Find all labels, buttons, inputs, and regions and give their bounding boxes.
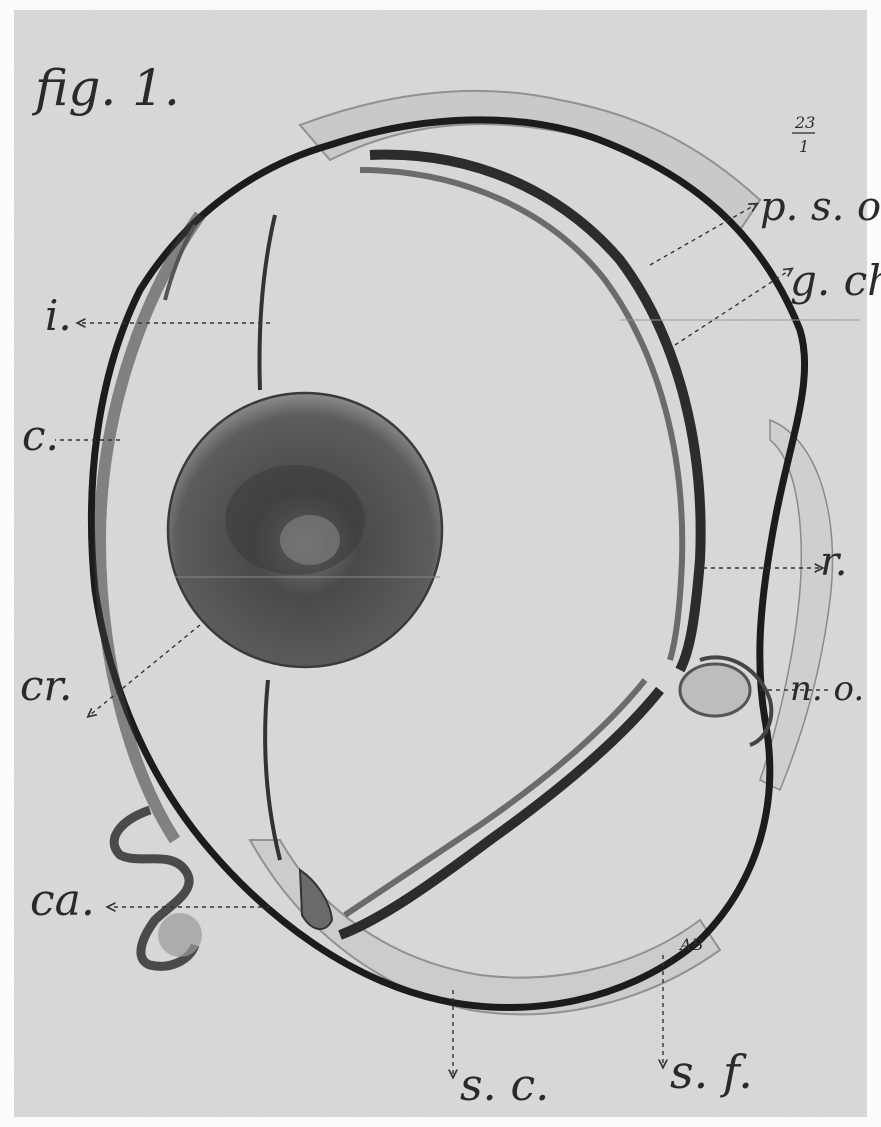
label-p-s-oc: p. s. oc. xyxy=(760,184,881,230)
label-n-o: n. o. xyxy=(790,669,864,709)
label-i: i. xyxy=(45,291,72,340)
label-g-ch: g. ch. xyxy=(790,256,881,305)
artist-monogram: AB xyxy=(678,935,704,954)
label-s-c: s. c. xyxy=(460,1060,549,1111)
scale-numerator: 23 xyxy=(794,113,815,132)
figure-title: fig. 1. xyxy=(31,59,180,117)
label-ca: ca. xyxy=(30,875,95,926)
label-c: c. xyxy=(22,411,59,460)
optic-nerve-head xyxy=(680,664,750,716)
label-cr: cr. xyxy=(20,661,72,710)
scale-denominator: 1 xyxy=(799,137,809,156)
caruncle-tissue xyxy=(158,913,202,957)
lens-highlight xyxy=(280,515,340,565)
label-s-f: s. f. xyxy=(670,1045,753,1099)
label-r: r. xyxy=(820,539,847,585)
